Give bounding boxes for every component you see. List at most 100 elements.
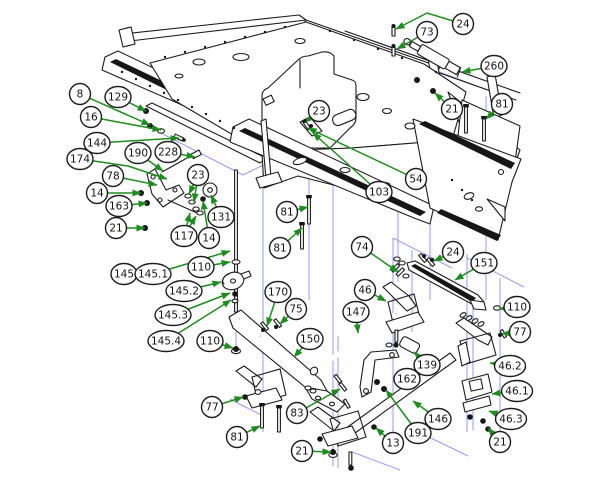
part-number: 170 [268,287,288,299]
part-number: 21 [493,437,506,449]
part-callout-129: 129 [104,85,132,109]
callout-circle [196,329,224,353]
part-callout-228: 228 [154,140,182,164]
part-callout-21: 21 [440,97,464,121]
leader-line-16 [90,116,162,132]
callout-circle [350,235,374,259]
part-callout-170: 170 [264,280,292,304]
part-number: 162 [397,374,417,386]
callout-circle [147,329,185,353]
part-callout-16: 16 [79,105,103,129]
shock-absorber [403,38,462,78]
callout-circle [101,164,125,188]
callout-circle [480,54,508,78]
callout-circle [424,407,452,431]
callout-circle [404,421,432,445]
part-callout-77: 77 [200,395,224,419]
callout-circle [268,236,292,260]
part-number: 14 [90,188,104,200]
part-number: 103 [369,187,389,199]
part-number: 81 [230,432,243,444]
part-number: 151 [474,258,494,270]
callout-circle [83,131,111,155]
lift-assembly-line-art [146,149,508,471]
part-callout-146: 146 [424,407,452,431]
leader-line-103 [312,132,380,193]
callout-circle [154,140,182,164]
part-number: 24 [456,19,470,31]
part-callout-191: 191 [404,421,432,445]
part-number: 145.3 [158,310,188,322]
part-number: 77 [205,402,218,414]
part-callout-162: 162 [393,367,421,391]
callout-circle [197,226,221,250]
part-callout-139: 139 [413,353,441,377]
part-number: 74 [355,242,369,254]
part-number: 145.4 [151,336,181,348]
callout-circle [207,205,235,229]
part-number: 146 [428,414,448,426]
leader-line-24 [395,12,464,30]
part-number: 81 [273,243,286,255]
part-number: 191 [408,428,428,440]
part-callout-46.2: 46.2 [493,354,527,378]
part-callout-81: 81 [225,425,249,449]
part-number: 228 [158,147,178,159]
callout-circle [342,300,370,324]
part-callout-21: 21 [488,430,512,454]
part-callout-77: 77 [508,320,532,344]
part-number: 46 [358,285,372,297]
part-callout-8: 8 [68,82,92,106]
part-callout-21: 21 [104,216,128,240]
part-callout-73: 73 [415,20,439,44]
callout-circle [365,180,393,204]
callout-circle [440,97,464,121]
part-number: 46.1 [505,386,528,398]
callout-circle [186,163,210,187]
callout-circle [353,278,377,302]
roller-139 [399,336,421,354]
part-number: 110 [191,262,211,274]
part-number: 145 [114,269,134,281]
part-number: 8 [77,89,84,101]
part-number: 147 [346,307,366,319]
callout-circle [393,367,421,391]
part-callout-260: 260 [480,54,508,78]
part-number: 23 [312,106,325,118]
callout-circle [290,439,314,463]
callout-circle [381,431,405,455]
part-callout-74: 74 [350,235,374,259]
part-callout-46.1: 46.1 [500,379,534,403]
part-number: 110 [507,302,527,314]
callout-circle [404,167,428,191]
part-number: 145.2 [169,286,199,298]
part-callout-147: 147 [342,300,370,324]
callout-circle [275,200,299,224]
leader-line-174 [79,158,168,180]
part-callout-14: 14 [197,226,221,250]
callout-circle [494,407,528,431]
part-number: 23 [191,170,204,182]
callout-circle [104,216,128,240]
part-number: 46.2 [498,361,521,373]
part-number: 73 [420,27,433,39]
part-callout-13: 13 [381,431,405,455]
washer-disc [202,182,218,198]
part-callout-190: 190 [124,141,152,165]
part-callout-145.2: 145.2 [165,279,203,303]
callout-circle [493,354,527,378]
part-callout-151: 151 [470,251,498,275]
callout-circle [66,147,94,171]
callout-circle [503,295,531,319]
callout-circle [104,85,132,109]
part-number: 150 [300,334,320,346]
callout-circle [200,395,224,419]
plate-46-3 [462,395,492,413]
part-callout-81: 81 [268,236,292,260]
part-number: 77 [513,327,526,339]
bellcrank-162 [359,349,400,398]
part-callout-144: 144 [83,131,111,155]
chassis-line-art [101,14,522,241]
